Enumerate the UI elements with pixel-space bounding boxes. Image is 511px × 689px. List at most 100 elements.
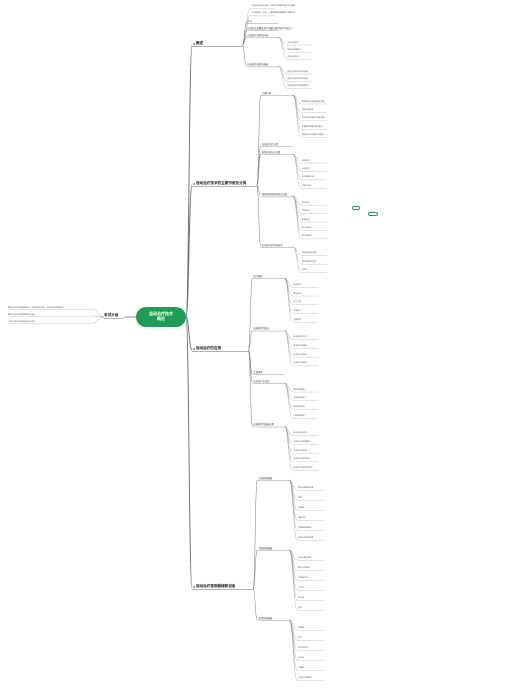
leaf-item: 运动治疗是以运动学、生物力学和神经发育学为基础 bbox=[251, 5, 295, 8]
main-branch-line bbox=[185, 316, 193, 351]
leaf-item: 全面锻炼 bbox=[293, 318, 301, 321]
leaf-line bbox=[292, 94, 301, 104]
branch-marker-icon bbox=[193, 585, 195, 588]
left-child-item: 熟悉 运动治疗的常用器械与设备 bbox=[8, 313, 35, 316]
leaf-line bbox=[292, 94, 301, 138]
leaf-line bbox=[284, 330, 293, 366]
branch-exam-outline[interactable]: 考试大纲 bbox=[104, 313, 119, 317]
leaf-item: 运动治疗的频率 bbox=[293, 362, 307, 365]
sub-branch-line bbox=[252, 479, 258, 589]
leaf-item: 肩关节回旋训练器 bbox=[298, 487, 314, 490]
leaf-line bbox=[292, 153, 301, 188]
sub-branch-title[interactable]: 治疗原则 bbox=[253, 276, 263, 278]
sub-branch-line bbox=[242, 44, 247, 67]
left-child-line bbox=[91, 315, 105, 318]
sub-branch-title[interactable]: 适应证与禁忌证 bbox=[253, 380, 270, 383]
sub-branch-title[interactable]: 全身训练器械 bbox=[258, 618, 272, 620]
leaf-item: 助行器 bbox=[298, 597, 304, 600]
leaf-line bbox=[289, 549, 298, 601]
sub-branch-title[interactable]: 运动治疗的处方 bbox=[253, 328, 270, 331]
leaf-item: 离心性收缩 bbox=[301, 235, 312, 238]
leaf-line bbox=[278, 66, 287, 81]
sub-branch-line bbox=[252, 587, 258, 621]
leaf-line bbox=[292, 153, 301, 180]
leaf-item: 拐杖 bbox=[298, 607, 302, 610]
root-title: 运动治疗技术 概论 bbox=[149, 311, 173, 321]
sub-branch-title[interactable]: 运动治疗的临床应用 bbox=[253, 424, 275, 427]
leaf-item: 循序渐进 bbox=[293, 292, 301, 295]
sub-branch-title[interactable]: 注意事项 bbox=[253, 372, 263, 374]
sub-branch-line bbox=[256, 184, 262, 247]
sub-branch-line bbox=[256, 153, 262, 186]
leaf-item: 抗阻力运动 bbox=[301, 184, 312, 187]
leaf-item: 功率自行车 bbox=[298, 577, 308, 580]
leaf-line bbox=[289, 479, 298, 521]
leaf-item: 平衡板 bbox=[298, 667, 304, 670]
main-branch-title[interactable]: 运动治疗技术的主要作用及分类 bbox=[196, 181, 247, 185]
leaf-line bbox=[292, 94, 301, 129]
main-branch-title[interactable]: 运动治疗常用器械和设备 bbox=[196, 584, 236, 588]
leaf-item: 国外运动治疗技术的发展 bbox=[287, 70, 309, 73]
leaf-item: 增强内分泌系统的代谢能力 bbox=[301, 134, 325, 137]
leaf-item: 运动治疗的方式 bbox=[293, 336, 307, 339]
leaf-line bbox=[284, 426, 293, 471]
leaf-item: 前臂旋转训练器 bbox=[298, 527, 312, 530]
leaf-item: 主动参与 bbox=[293, 310, 301, 313]
sub-branch-title[interactable]: 运动治疗的分类 bbox=[261, 143, 278, 146]
leaf-line bbox=[289, 479, 298, 531]
sub-branch-title[interactable]: 运动治疗技术的内容 bbox=[247, 35, 269, 38]
leaf-item: 关节活动技术 bbox=[287, 41, 299, 44]
topic-tag: 重点 bbox=[352, 206, 360, 211]
sub-branch-title[interactable]: 运动疗法是康复治疗中最主要的治疗手段之一 bbox=[247, 27, 294, 30]
leaf-item: 站立架 bbox=[298, 657, 304, 660]
sub-branch-title[interactable]: 运动治疗的常用技术 bbox=[261, 244, 283, 247]
left-child-line bbox=[91, 316, 105, 324]
sub-branch-title[interactable]: 定义 bbox=[247, 20, 252, 23]
leaf-item: 持之以恒 bbox=[293, 301, 301, 304]
leaf-item: 常规运动治疗技术 bbox=[301, 252, 317, 255]
leaf-line bbox=[292, 153, 301, 171]
main-branch-title[interactable]: 概述 bbox=[196, 41, 204, 45]
leaf-item: 等长运动 bbox=[301, 201, 310, 204]
main-branch-title[interactable]: 运动治疗的应用 bbox=[196, 346, 222, 350]
leaf-line bbox=[289, 619, 298, 631]
leaf-item: 主动运动 bbox=[301, 168, 310, 171]
leaf-item: 因人而异 bbox=[293, 283, 301, 286]
leaf-item: 运动治疗方案的制订 bbox=[293, 441, 311, 444]
leaf-item: 增强心肺功能 bbox=[301, 109, 314, 112]
root-node[interactable]: 运动治疗技术 概论 bbox=[136, 307, 186, 327]
sub-branch-line bbox=[242, 36, 247, 46]
leaf-item: 软组织牵伸技术 bbox=[287, 48, 301, 51]
leaf-line bbox=[284, 426, 293, 462]
leaf-line bbox=[278, 36, 287, 45]
leaf-line bbox=[278, 66, 287, 74]
leaf-item: 新技术 bbox=[301, 269, 308, 272]
leaf-line bbox=[284, 330, 293, 348]
leaf-item: 平行杠 bbox=[298, 587, 304, 590]
sub-branch-line bbox=[256, 184, 261, 197]
topic-tag: 易考点 bbox=[368, 212, 378, 217]
leaf-item: 腕关节屈伸训练器 bbox=[298, 537, 314, 540]
left-child-item: 了解 运动治疗的发展历史与现状 bbox=[8, 320, 35, 323]
leaf-item: 内脏器官疾病 bbox=[293, 406, 305, 409]
leaf-item: 等张运动 bbox=[301, 210, 310, 213]
leaf-item: 减重步行训练器 bbox=[298, 677, 312, 680]
leaf-item: 踝关节训练器 bbox=[298, 567, 310, 570]
sub-branch-title[interactable]: 按照运动方式分类 bbox=[261, 152, 281, 154]
sub-branch-title[interactable]: 上肢训练器械 bbox=[258, 478, 272, 480]
sub-branch-title[interactable]: 下肢训练器械 bbox=[258, 548, 272, 550]
leaf-item: 肋木 bbox=[298, 637, 302, 640]
leaf-item: 提高神经系统的调节能力 bbox=[301, 125, 323, 128]
leaf-item: 运动治疗前评估 bbox=[293, 432, 307, 435]
leaf-line bbox=[289, 549, 298, 591]
sub-branch-title[interactable]: 运动治疗技术的发展 bbox=[247, 64, 269, 67]
leaf-line bbox=[284, 330, 293, 340]
leaf-item: 运动治疗的效果评价 bbox=[293, 458, 311, 461]
leaf-line bbox=[292, 153, 301, 163]
leaf-line bbox=[292, 246, 301, 264]
branch-marker-icon bbox=[193, 347, 195, 350]
sub-branch-title[interactable]: 按照肌肉收缩的形式分类 bbox=[261, 194, 288, 197]
branch-marker-icon bbox=[193, 182, 195, 185]
leaf-item: 姿势矫正镜 bbox=[298, 647, 308, 650]
sub-branch-title[interactable]: 主要作用 bbox=[261, 93, 271, 95]
